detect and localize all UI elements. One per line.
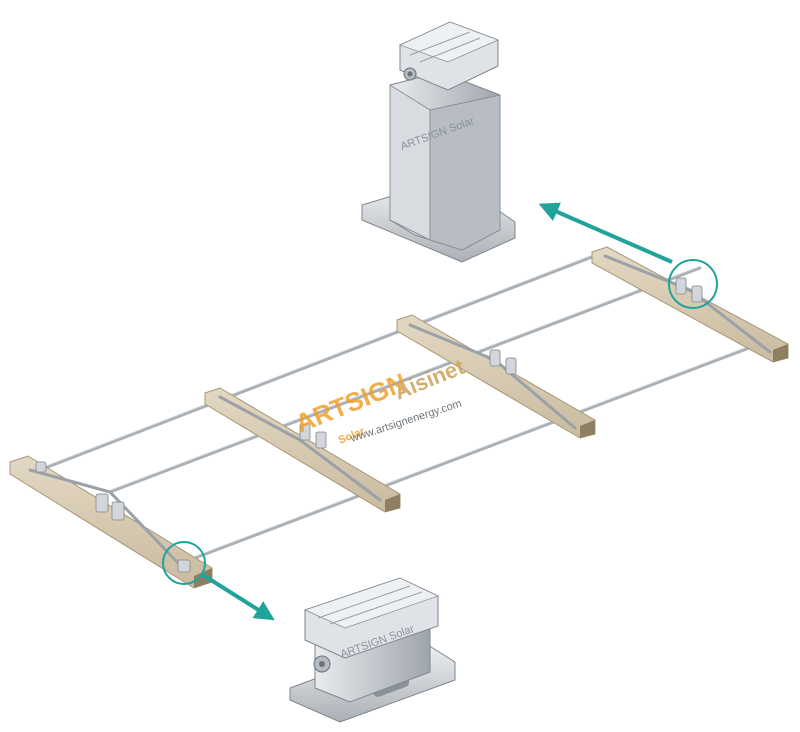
- callouts: [162, 202, 718, 621]
- callout-arrow-bottom: [201, 573, 275, 621]
- rail-middle: [108, 266, 702, 494]
- sleeper-clamps: [35, 277, 703, 573]
- rail-front: [193, 338, 772, 560]
- rail-back: [38, 248, 612, 472]
- braces: [28, 254, 772, 567]
- wood-sleepers: [9, 246, 789, 589]
- callout-arrow-top: [538, 202, 673, 264]
- watermark-brand-secondary: Aisinet: [391, 354, 469, 405]
- callout-circle-bottom: [162, 541, 206, 585]
- callout-circle-top: [668, 259, 718, 309]
- bottom-clamp-detail: ARTSIGN Solar: [289, 577, 456, 723]
- top-clamp-detail: ARTSIGN Solar: [361, 21, 516, 263]
- rails: [38, 247, 772, 560]
